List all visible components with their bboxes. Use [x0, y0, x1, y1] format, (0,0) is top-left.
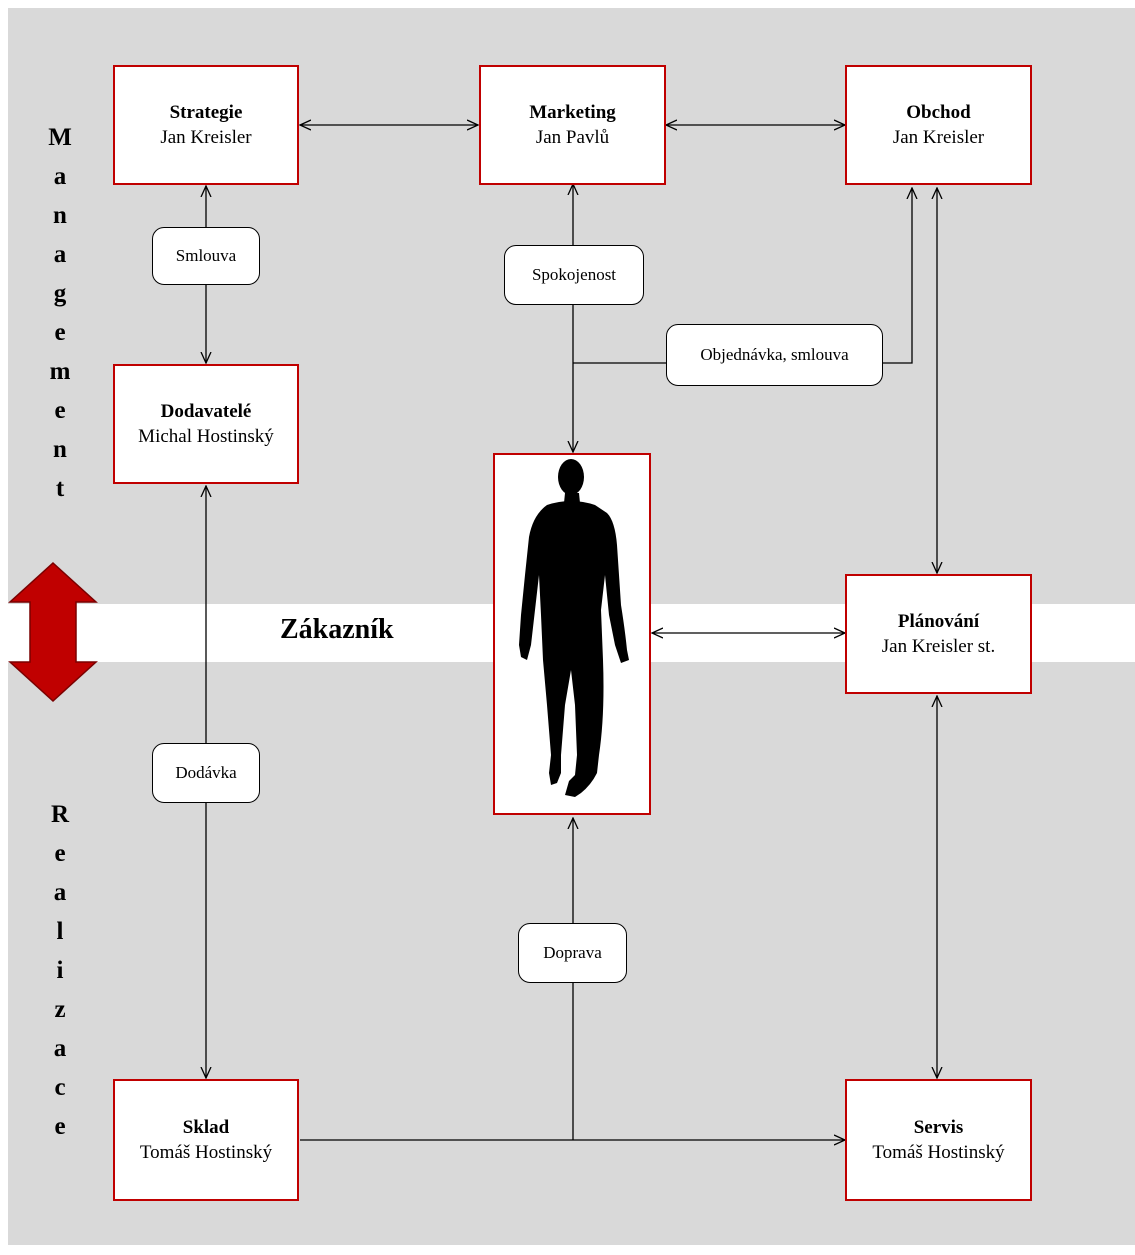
- vertical-letter: n: [53, 436, 67, 463]
- node-person: Jan Kreisler st.: [881, 636, 996, 657]
- node-title: Sklad: [182, 1117, 230, 1138]
- vertical-letter: i: [56, 957, 64, 984]
- vertical-letter: c: [54, 1074, 66, 1101]
- edge-label-spokojenost: Spokojenost: [504, 245, 644, 305]
- node-dodavatele: Dodavatelé Michal Hostinský: [113, 364, 299, 484]
- edge-label-dodavka: Dodávka: [152, 743, 260, 803]
- customer-node: [493, 453, 651, 815]
- edge-label-doprava: Doprava: [518, 923, 627, 983]
- vertical-letter: m: [49, 358, 71, 385]
- vertical-letter: e: [54, 1113, 66, 1140]
- node-planovani: Plánování Jan Kreisler st.: [845, 574, 1032, 694]
- node-obchod: Obchod Jan Kreisler: [845, 65, 1032, 185]
- band-label-zakaznik: Zákazník: [280, 614, 394, 645]
- vertical-letter: a: [53, 1035, 67, 1062]
- edge-label-objednavka: Objednávka, smlouva: [666, 324, 883, 386]
- vertical-letter: e: [54, 397, 66, 424]
- vertical-letter: z: [54, 996, 66, 1023]
- vertical-letter: t: [55, 475, 65, 502]
- vertical-letter: e: [54, 840, 66, 867]
- node-title: Plánování: [897, 611, 980, 632]
- node-person: Tomáš Hostinský: [872, 1142, 1005, 1163]
- vertical-letter: M: [48, 124, 72, 151]
- double-arrow-vertical-icon: [8, 561, 98, 703]
- node-person: Jan Kreisler: [160, 127, 252, 148]
- vertical-letter: e: [54, 319, 66, 346]
- node-title: Dodavatelé: [160, 401, 252, 422]
- edge-objednavka-obchod: [883, 188, 912, 364]
- node-person: Jan Kreisler: [892, 127, 985, 148]
- vertical-letter: a: [53, 163, 67, 190]
- vertical-letter: a: [53, 241, 67, 268]
- vertical-letter: a: [53, 879, 67, 906]
- node-title: Servis: [913, 1117, 964, 1138]
- node-person: Jan Pavlů: [535, 127, 610, 148]
- node-title: Strategie: [169, 102, 243, 123]
- node-title: Marketing: [529, 102, 616, 123]
- vertical-letter: l: [56, 918, 64, 945]
- node-person: Tomáš Hostinský: [139, 1142, 273, 1163]
- vertical-letter: R: [50, 801, 70, 828]
- vertical-letter: n: [53, 202, 67, 229]
- node-servis: Servis Tomáš Hostinský: [845, 1079, 1032, 1201]
- node-strategie: Strategie Jan Kreisler: [113, 65, 299, 185]
- person-silhouette-icon: [519, 459, 629, 797]
- vertical-letter: g: [53, 280, 67, 307]
- edge-label-smlouva: Smlouva: [152, 227, 260, 285]
- node-title: Obchod: [906, 102, 971, 123]
- node-sklad: Sklad Tomáš Hostinský: [113, 1079, 299, 1201]
- node-person: Michal Hostinský: [138, 426, 274, 447]
- node-marketing: Marketing Jan Pavlů: [479, 65, 666, 185]
